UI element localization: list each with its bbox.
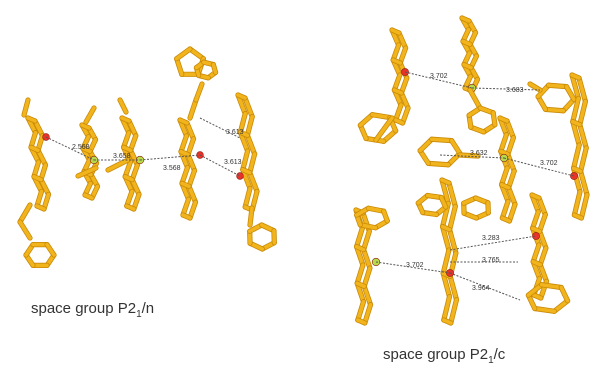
left-molecule-e <box>250 154 255 173</box>
left-molecule-a-tail <box>24 100 28 115</box>
distance-label: 3.632 <box>470 150 488 157</box>
left-molecule-e-linker <box>250 208 252 225</box>
left-molecule-c-branch <box>108 160 128 170</box>
caption-right-suffix: /c <box>494 346 506 363</box>
caption-right-prefix: space group P2 <box>383 346 488 363</box>
left-molecule-d-cyclopentadienyl <box>177 49 190 59</box>
right-molecule-3-ring <box>549 85 567 86</box>
caption-left-suffix: /n <box>142 300 155 317</box>
distance-label: 3.702 <box>540 160 558 167</box>
left-molecule-a-linker <box>20 205 30 222</box>
distance-label: 2.568 <box>72 144 90 151</box>
left-molecule-e <box>243 151 248 170</box>
caption-left-prefix: space group P2 <box>31 300 136 317</box>
left-molecule-e <box>245 188 250 207</box>
distance-label: 3.283 <box>482 235 500 242</box>
left-molecule-a-linker <box>20 222 30 238</box>
right-molecule-2-branch <box>470 90 480 108</box>
distance-label: 3.765 <box>482 257 500 264</box>
distance-label: 3.658 <box>113 153 131 160</box>
right-molecule-3-ring <box>545 109 563 110</box>
right-molecule-5-ring <box>428 163 448 164</box>
right-molecule-2-ring <box>493 113 495 125</box>
distance-label: 3.964 <box>472 285 490 292</box>
caption-left: space group P21/n <box>31 300 154 320</box>
caption-right: space group P21/c <box>383 346 505 366</box>
left-molecule-d-ring <box>213 65 215 73</box>
distance-label: 3.702 <box>406 262 424 269</box>
distance-label: 3.613 <box>226 129 244 136</box>
distance-label: 3.613 <box>224 159 242 166</box>
left-molecule-e <box>247 117 252 136</box>
distance-label: 3.568 <box>163 165 181 172</box>
right-molecule-5-ring <box>432 139 452 140</box>
distance-label: 3.683 <box>506 87 524 94</box>
distance-label: 3.702 <box>430 73 448 80</box>
